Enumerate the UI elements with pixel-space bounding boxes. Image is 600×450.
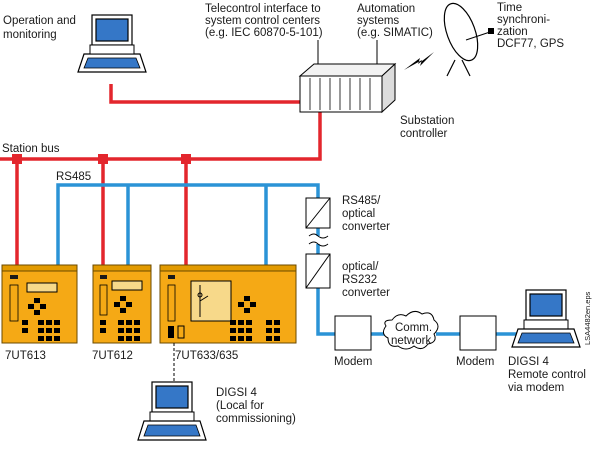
comm-network-label-2: network [391,335,432,347]
telecontrol-label-1: Telecontrol interface to [205,3,321,15]
remote-pc-icon [511,289,581,348]
digsi-remote-label-3: via modem [508,382,564,394]
satellite-dish-icon [443,2,494,77]
substation-controller-icon [298,62,397,114]
fiber-break-icon [308,233,329,247]
comm-network-cloud [382,310,439,350]
bus-node-2 [98,154,108,164]
digsi-remote-label-1: DIGSI 4 [508,356,550,368]
rs485-optical-converter [305,197,331,229]
time-sync-label-4: DCF77, GPS [497,38,564,50]
optical-conv-label-2: RS232 [342,274,377,286]
operation-label-1: Operation and [3,15,76,27]
relay-2-label: 7UT612 [92,350,133,362]
station-bus-lines [0,84,322,265]
rs485-lines [56,183,528,336]
substation-label-1: Substation [400,115,454,127]
digsi-local-label-2: (Local for [216,400,264,412]
time-sync-label-1: Time [497,2,522,14]
automation-label-1: Automation [357,3,415,15]
time-sync-label-3: zation [497,26,528,38]
rs485-label: RS485 [56,171,91,183]
radio-link-icon [404,52,434,70]
operation-label-2: monitoring [3,29,57,41]
optical-conv-label-3: converter [342,287,390,299]
optical-conv-label-1: optical/ [342,261,379,273]
telecontrol-label-2: system control centers [205,15,320,27]
digsi-remote-label-2: Remote control [508,369,586,381]
modem-right-label: Modem [456,356,494,368]
bus-node-1 [12,154,22,164]
relay-3-label: 7UT633/635 [175,350,238,362]
digsi-local-label-3: commissioning) [216,413,296,425]
figure-code: LSA4482en.eps [583,291,592,345]
digsi-local-label-1: DIGSI 4 [216,387,258,399]
local-pc-icon [137,381,207,441]
operation-pc-icon [77,14,147,73]
automation-label-3: (e.g. SIMATIC) [357,27,433,39]
relay-1-label: 7UT613 [5,350,46,362]
optical-rs232-converter [305,253,331,289]
telecontrol-label-3: (e.g. IEC 60870-5-101) [205,27,323,39]
relay-7ut613-icon [1,264,78,344]
rs485-conv-label-2: optical [342,208,375,220]
modem-left-box [334,315,372,351]
automation-label-2: systems [357,15,399,27]
time-sync-label-2: synchroni- [497,14,550,26]
modem-right-box [459,315,497,351]
modem-left-label: Modem [334,356,372,368]
relay-7ut633-icon [159,264,297,344]
rs485-conv-label-1: RS485/ [342,195,381,207]
substation-label-2: controller [400,128,447,140]
rs485-conv-label-3: converter [342,221,390,233]
relay-7ut612-icon [92,264,152,344]
station-bus-label: Station bus [2,143,60,155]
bus-node-3 [181,154,191,164]
comm-network-label-1: Comm. [395,322,432,334]
